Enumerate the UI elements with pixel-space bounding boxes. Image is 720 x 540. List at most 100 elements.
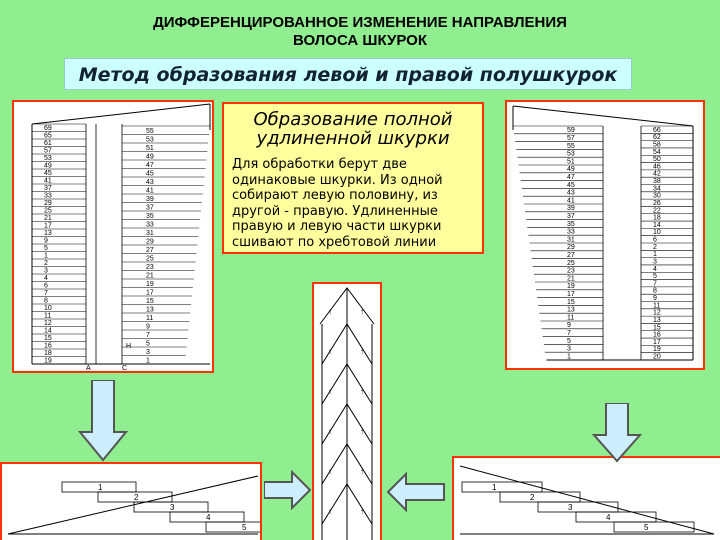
left-number-label: 61	[44, 140, 52, 147]
left-arrow	[386, 472, 445, 512]
right-number-label: 47	[146, 162, 154, 169]
left-number-label: 39	[567, 205, 575, 212]
right-number-label: 7	[653, 280, 657, 287]
bottom-left-steps-diagram: 5 4 3 2 1	[0, 462, 262, 540]
left-number-label: 57	[44, 148, 52, 155]
left-number-label: 55	[567, 143, 575, 150]
right-diagram-svg: 5957555351494745434139373533312927252321…	[512, 105, 694, 361]
left-number-label: 49	[567, 166, 575, 173]
mark-h-label: H	[126, 343, 131, 350]
right-number-label: 5	[653, 273, 657, 280]
left-number-label: 14	[44, 328, 52, 335]
left-number-label: 21	[567, 275, 575, 282]
right-number-label: 3	[146, 349, 150, 356]
step-number-label: 4	[206, 513, 211, 522]
left-number-label: 59	[567, 127, 575, 134]
info-heading: Образование полной удлиненной шкурки	[253, 109, 453, 149]
spine-arrow-mark: ↑	[328, 467, 332, 476]
right-number-label: 41	[146, 187, 154, 194]
left-number-label: 5	[567, 338, 571, 345]
right-number-label: 35	[146, 213, 154, 220]
step-number-label: 3	[170, 503, 175, 512]
left-number-label: 9	[44, 238, 48, 245]
left-number-label: 11	[567, 314, 574, 321]
right-number-label: 15	[146, 298, 154, 305]
left-number-label: 11	[44, 313, 51, 320]
right-number-label: 6	[653, 237, 657, 244]
right-number-label: 34	[653, 185, 661, 192]
right-number-label: 20	[653, 354, 661, 361]
left-number-label: 53	[567, 151, 575, 158]
spine-arrow-mark: ↑	[328, 307, 332, 316]
right-number-label: 15	[653, 324, 661, 331]
left-number-label: 3	[567, 346, 571, 353]
spine-arrow-mark: ↑	[328, 347, 332, 356]
right-number-label: 27	[146, 247, 154, 254]
right-number-label: 16	[653, 332, 661, 339]
right-number-label: 43	[146, 179, 154, 186]
down-arrow-right	[592, 403, 642, 463]
spine-arrow-mark: ↑	[360, 467, 364, 476]
spine-arrow-mark: ↑	[360, 427, 364, 436]
step-number-label: 3	[568, 503, 573, 512]
spine-arrow-mark: ↑	[328, 507, 332, 516]
right-number-label: 13	[146, 306, 154, 313]
left-number-label: 65	[44, 133, 52, 140]
left-number-label: 19	[567, 283, 575, 290]
step-number-label: 2	[134, 493, 139, 502]
left-number-label: 17	[567, 291, 575, 298]
left-number-label: 13	[44, 230, 52, 237]
right-number-label: 51	[146, 145, 154, 152]
left-number-label: 21	[44, 215, 52, 222]
right-number-label: 5	[146, 340, 150, 347]
left-number-label: 69	[44, 125, 52, 132]
right-number-label: 26	[653, 200, 661, 207]
right-number-label: 2	[653, 244, 657, 251]
step-number-label: 1	[98, 483, 103, 492]
right-number-label: 8	[653, 288, 657, 295]
right-number-label: 50	[653, 156, 661, 163]
left-number-label: 33	[44, 193, 52, 200]
right-number-label: 42	[653, 171, 661, 178]
method-banner: Метод образования левой и правой полушку…	[64, 58, 632, 90]
left-number-label: 53	[44, 155, 52, 162]
left-number-label: 25	[44, 208, 52, 215]
left-number-label: 10	[44, 305, 52, 312]
right-number-label: 54	[653, 149, 661, 156]
right-arrow	[264, 470, 312, 510]
info-text: Для обработки берут две одинаковые шкурк…	[232, 157, 443, 250]
right-number-label: 53	[146, 136, 154, 143]
center-spine-diagram: ↑ ↑ ↑ ↑ ↑ ↑ ↑ ↑ ↑ ↑ ↑ ↑	[312, 282, 382, 540]
right-number-label: 49	[146, 153, 154, 160]
left-number-label: 17	[44, 223, 52, 230]
right-number-label: 11	[653, 302, 660, 309]
right-number-label: 14	[653, 222, 661, 229]
right-number-label: 33	[146, 221, 154, 228]
right-number-label: 1	[653, 251, 657, 258]
down-arrow-left	[78, 380, 128, 462]
mark-c-label: C	[122, 365, 127, 371]
left-number-label: 15	[44, 335, 52, 342]
right-number-label: 18	[653, 215, 661, 222]
left-number-label: 45	[567, 182, 575, 189]
left-number-label: 6	[44, 283, 48, 290]
bottom-left-svg: 5 4 3 2 1	[7, 475, 260, 535]
right-number-label: 45	[146, 170, 154, 177]
spine-arrow-mark: ↑	[328, 387, 332, 396]
step-number-label: 5	[242, 523, 247, 532]
left-number-label: 29	[567, 244, 575, 251]
right-number-label: 38	[653, 178, 661, 185]
right-number-label: 29	[146, 238, 154, 245]
right-number-label: 46	[653, 163, 661, 170]
left-number-label: 13	[567, 307, 575, 314]
right-number-label: 62	[653, 134, 661, 141]
right-number-label: 4	[653, 266, 657, 273]
step-number-label: 5	[644, 523, 649, 532]
right-number-label: 31	[146, 230, 154, 237]
right-number-label: 25	[146, 255, 154, 262]
left-number-label: 33	[567, 229, 575, 236]
left-number-label: 3	[44, 268, 48, 275]
